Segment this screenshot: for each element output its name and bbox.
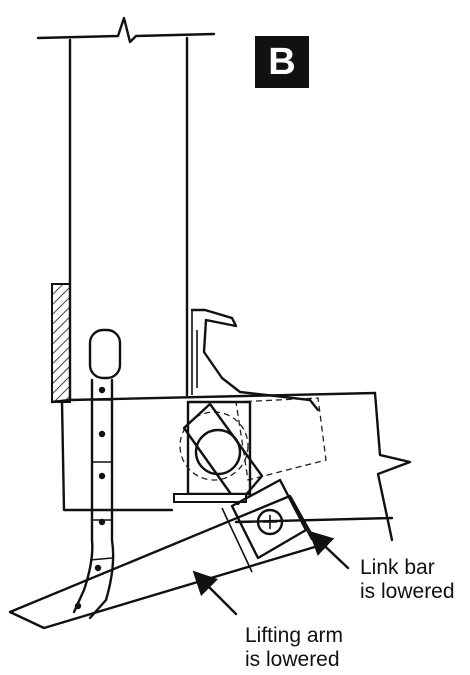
top-break-line [36,16,216,44]
link-bar-bolt [256,508,284,536]
hatched-mount-plate [51,283,71,403]
angle-bracket-inner [191,310,198,395]
link-bar-label: Link bar is lowered [360,556,455,603]
lifting-arm-label: Lifting arm is lowered [245,624,344,671]
link-bar-bolt-cross [263,515,277,529]
chain-link-dividers [89,399,113,561]
link-bar-arrow [308,530,350,570]
link-bar [230,478,308,560]
pivot-shaft-dashed [179,411,249,481]
angle-bracket [190,308,320,412]
panel-letter-badge: B [255,36,309,88]
chain-pins [74,386,106,610]
pivot-link-plate [182,402,264,506]
chain-links [72,378,115,620]
link-bar-dim-line-2 [281,483,313,541]
lifting-arm-arrow [192,570,238,616]
right-break-line [373,391,412,542]
lifting-arm [8,494,320,630]
chain-top-clevis [88,328,122,380]
pivot-foot [173,493,247,503]
raised-link-dashed [235,397,327,481]
frame-lower-edge [234,516,394,524]
link-bar-dim-line [221,507,253,573]
